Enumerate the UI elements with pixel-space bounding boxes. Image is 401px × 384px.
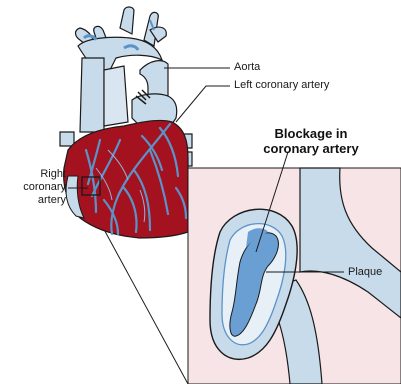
aorta-label: Aorta [234,61,260,74]
right-coronary-line2: coronary [23,181,66,194]
right-coronary-artery-label: Right coronary artery [23,168,66,207]
plaque-label: Plaque [348,266,382,279]
blockage-title: Blockage in coronary artery [246,126,376,156]
left-coronary-artery-label: Left coronary artery [234,79,329,92]
blockage-title-line1: Blockage in [246,126,376,141]
blockage-title-line2: coronary artery [246,141,376,156]
right-coronary-line3: artery [23,194,66,207]
right-coronary-line1: Right [23,168,66,181]
